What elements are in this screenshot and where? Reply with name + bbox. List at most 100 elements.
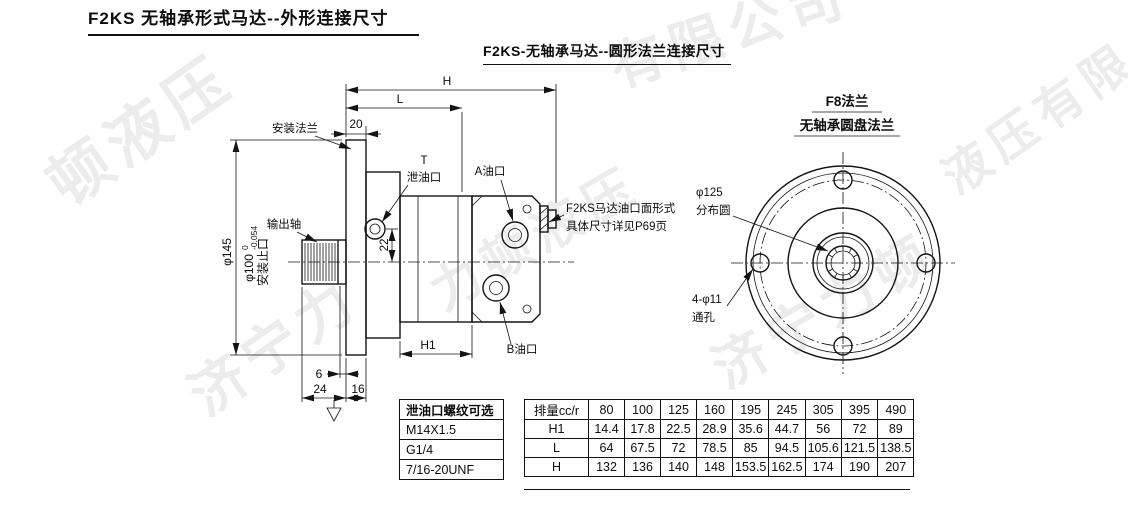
dim-d100-group: φ100 0 -0.054: [240, 226, 259, 282]
dim-table-corner-header: 排量cc/r: [524, 399, 589, 420]
dim-24-label: 24: [313, 382, 327, 396]
flange-outer-circle: [745, 165, 941, 361]
dim-table-cell: 72: [660, 438, 697, 458]
bolt-holes-dia-label: 4-φ11: [692, 294, 722, 306]
page-title: F2KS 无轴承形式马达--外形连接尺寸: [88, 4, 419, 36]
dim-table-cell: 153.5: [731, 457, 770, 477]
dim-table-col-header: 80: [588, 399, 625, 420]
port-face-note-line1: F2KS马达油口面形式: [566, 201, 676, 215]
dim-table-cell: 67.5: [624, 438, 661, 458]
dim-table-cell: 56: [804, 419, 842, 439]
front-view: F8法兰 无轴承圆盘法兰 φ125 分布圆 4-φ11 通孔: [692, 93, 955, 374]
dim-table-cell: 140: [660, 457, 697, 477]
dim-d145-label: φ145: [220, 238, 234, 266]
dim-d100-tol-upper: 0: [240, 245, 250, 250]
port-face-note-line2: 具体尺寸详见P69页: [566, 219, 667, 233]
spline-hub: [812, 232, 874, 294]
dim-table-cell: 94.5: [768, 438, 806, 458]
motor-body: [399, 195, 473, 323]
drain-option-row: G1/4: [399, 439, 504, 460]
bolt-holes-text-label: 通孔: [692, 311, 715, 324]
dim-table-cell: 121.5: [840, 438, 879, 458]
pilot-circle: [787, 207, 899, 319]
drain-option-row: M14X1.5: [399, 419, 504, 440]
dim-table-cell: 78.5: [696, 438, 733, 458]
bolt-circle-dia-label: φ125: [696, 187, 723, 199]
table-underline: [524, 489, 910, 490]
dim-table-cell: 22.5: [660, 419, 697, 439]
side-view-dimensions: H L 20 φ145 φ100 0 -0.054 安装止口 22: [220, 74, 557, 422]
dim-table-row-label: L: [524, 438, 589, 458]
dim-table-cell: 14.4: [588, 419, 625, 439]
drain-thread-option: 7/16-20UNF: [399, 459, 504, 480]
dim-table-row-label: H: [524, 457, 589, 477]
dim-table-cell: 174: [804, 457, 842, 477]
dim-table-col-header: 160: [696, 399, 733, 420]
front-housing: [365, 171, 401, 339]
dim-table-col-header: 305: [804, 399, 842, 420]
dim-table-col-header: 100: [624, 399, 661, 420]
flange-rim-circle: [752, 172, 934, 354]
port-t-label: T: [420, 155, 427, 167]
dim-table-cell: 35.6: [731, 419, 770, 439]
dim-22-label: 22: [379, 239, 391, 252]
relief-plug: [539, 205, 557, 233]
mounting-flange: [345, 139, 367, 356]
dim-table-row-label: H1: [524, 419, 589, 439]
dim-table-cell: 105.6: [804, 438, 842, 458]
port-a-label: A油口: [475, 164, 506, 178]
dim-table-cell: 72: [840, 419, 879, 439]
drain-thread-option: G1/4: [399, 439, 504, 460]
dim-table-cell: 207: [877, 457, 915, 477]
dim-table-cell: 190: [840, 457, 879, 477]
dim-h-label: H: [443, 74, 452, 88]
drain-table-header-row: 泄油口螺纹可选: [399, 399, 504, 420]
dim-table-cell: 17.8: [624, 419, 661, 439]
dim-table-cell: 89: [877, 419, 915, 439]
dim-table-cell: 44.7: [768, 419, 806, 439]
dim-table-col-header: 490: [877, 399, 915, 420]
dim-d100-label: φ100: [242, 254, 256, 282]
port-a-hole: [501, 221, 529, 249]
bolt-holes: [750, 170, 936, 356]
drain-port-label: 泄油口: [407, 170, 442, 184]
port-b-hole: [482, 274, 510, 302]
dim-table-col-header: 245: [768, 399, 806, 420]
spigot-label: 安装止口: [255, 238, 270, 286]
dim-20-label: 20: [349, 117, 363, 131]
mounting-flange-label: 安装法兰: [272, 121, 318, 135]
f8-flange-subtitle: 无轴承圆盘法兰: [799, 117, 895, 133]
dim-h1-label: H1: [420, 338, 436, 352]
bolt-circle-text-label: 分布圆: [696, 204, 731, 217]
dim-l-label: L: [397, 92, 404, 106]
bolt-circle: [759, 179, 927, 347]
dim-16-label: 16: [351, 382, 365, 396]
dim-d100-tol-lower: -0.054: [249, 226, 259, 250]
side-view: H L 20 φ145 φ100 0 -0.054 安装止口 22: [220, 74, 676, 422]
dim-table-cell: 64: [588, 438, 625, 458]
side-view-callouts: 输出轴 安装法兰 T 泄油口 A油口 B油口 F2KS马达油口面形式 具体尺寸详…: [267, 121, 676, 356]
section-subtitle: F2KS-无轴承马达--圆形法兰连接尺寸: [483, 41, 731, 65]
output-shaft-label: 输出轴: [267, 217, 302, 231]
port-block: [471, 195, 541, 323]
drain-option-row: 7/16-20UNF: [399, 459, 504, 480]
f8-flange-title: F8法兰: [826, 93, 869, 109]
dim-table-cell: 148: [696, 457, 733, 477]
dim-table-cell: 162.5: [768, 457, 806, 477]
datum-mark: [326, 400, 342, 422]
dim-table-cell: 85: [731, 438, 770, 458]
drain-port: [364, 218, 386, 240]
dim-table-col-header: 125: [660, 399, 697, 420]
drain-thread-option: M14X1.5: [399, 419, 504, 440]
dim-table-col-header: 395: [840, 399, 879, 420]
